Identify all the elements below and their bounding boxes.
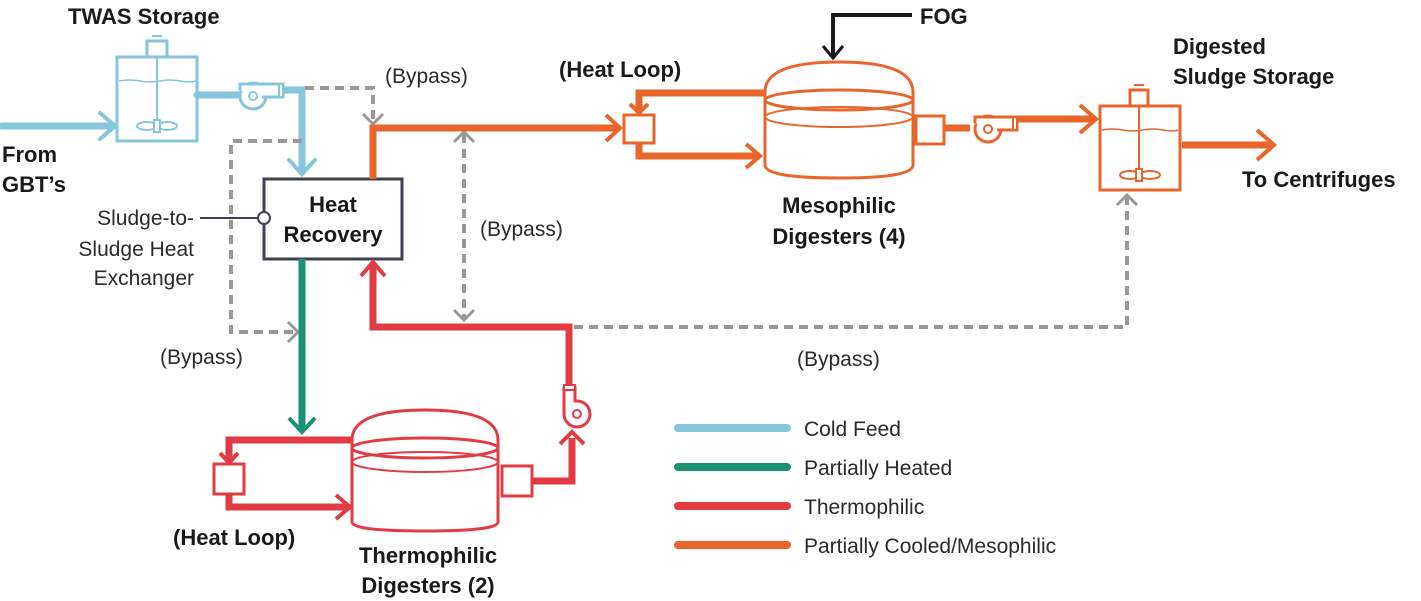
heat-exchanger-label-3: Exchanger: [94, 267, 194, 290]
meso-loop-arrowhead-1: [628, 102, 650, 116]
thermo-heat-loop-out: [225, 436, 352, 462]
cold-feed-lines: [0, 86, 317, 177]
heat-recovery-label-1: Heat: [309, 192, 357, 217]
heat-recovery-to-meso-line: [369, 124, 620, 179]
digested-sludge-storage-label-2: Sludge Storage: [1173, 64, 1334, 89]
legend-item: Cold Feed: [674, 418, 901, 441]
bypass-bottom-line: [574, 197, 1129, 329]
legend-label: Cold Feed: [804, 418, 901, 441]
mesophilic-pump-icon: [973, 114, 1019, 144]
thermophilic-digesters-label-2: Digesters (2): [361, 573, 494, 598]
twas-storage-label: TWAS Storage: [68, 4, 220, 29]
legend-label: Partially Cooled/Mesophilic: [804, 535, 1056, 558]
feed-pump-icon: [238, 81, 285, 111]
digested-sludge-storage-label-1: Digested: [1173, 34, 1266, 59]
thermo-outlet-line: [532, 438, 576, 485]
meso-heat-loop-return: [635, 144, 760, 160]
fog-input-line: [821, 13, 912, 61]
heat-recovery-box: [262, 177, 404, 261]
bypass-left-label: (Bypass): [160, 346, 243, 369]
twas-storage-tank-icon: [115, 35, 199, 143]
bypass-mid-down-arrowhead: [452, 308, 476, 323]
from-gbts-label-2: GBT’s: [2, 172, 66, 197]
bypass-left-arrowhead: [286, 320, 301, 344]
heat-recovery-label-2: Recovery: [283, 222, 383, 247]
heat-exchanger-pointer: [200, 211, 271, 225]
partially-heated-line: [287, 259, 317, 435]
meso-loop-inlet-arrowhead: [604, 113, 623, 143]
mesophilic-lines: [369, 89, 1278, 179]
thermo-heat-loop-box: [212, 462, 246, 496]
bypass-top-arrowhead: [361, 112, 385, 127]
mesophilic-digesters-label-2: Digesters (4): [772, 224, 905, 249]
bypass-top-line: [305, 86, 375, 122]
thermo-loop-arrowhead-2: [334, 493, 354, 521]
legend-item: Partially Cooled/Mesophilic: [674, 535, 1056, 558]
mesophilic-digesters-label-1: Mesophilic: [782, 193, 896, 218]
thermo-pump-arrowhead: [558, 429, 586, 446]
legend-label: Partially Heated: [804, 457, 952, 480]
from-gbts-label-1: From: [2, 142, 57, 167]
inlet-arrowhead: [98, 111, 119, 141]
thermophilic-digester-icon: [350, 408, 534, 533]
heat-recovery-inlet-arrowhead: [287, 158, 317, 177]
thermo-heat-loop-return: [225, 495, 348, 511]
thermo-inlet-arrowhead: [287, 416, 317, 435]
meso-loop-arrowhead-2: [744, 142, 764, 170]
digested-sludge-storage-tank-icon: [1098, 84, 1182, 192]
bypass-mid-up-arrowhead: [452, 129, 476, 144]
meso-heat-loop-out: [635, 89, 765, 112]
to-centrifuges-label: To Centrifuges: [1242, 167, 1396, 192]
thermophilic-lines: [218, 258, 586, 521]
heat-loop-top-label: (Heat Loop): [559, 57, 681, 82]
fog-label: FOG: [920, 4, 968, 29]
legend-item: Partially Heated: [674, 457, 952, 480]
bypass-bottom-label: (Bypass): [797, 348, 880, 371]
heat-exchanger-label-1: Sludge-to-: [97, 207, 194, 230]
mesophilic-digester-icon: [763, 60, 946, 180]
bypass-left-line: [229, 139, 302, 334]
thermophilic-pump-icon: [562, 384, 592, 429]
heat-recovery-return-arrowhead: [359, 258, 387, 278]
bypass-mid-label: (Bypass): [480, 218, 563, 241]
fog-arrowhead: [821, 45, 845, 61]
thermo-to-heat-recovery-line: [369, 264, 573, 385]
storage-inlet-arrowhead: [1078, 103, 1100, 135]
heat-loop-bottom-label: (Heat Loop): [173, 525, 295, 550]
legend-item: Thermophilic: [674, 496, 924, 519]
bypass-lines: [229, 86, 1129, 334]
bypass-arrowheads: [286, 112, 1139, 344]
bypass-bottom-arrowhead: [1115, 192, 1139, 207]
bypass-top-label: (Bypass): [385, 65, 468, 88]
pump-to-heat-recovery-line: [279, 86, 306, 176]
meso-heat-loop-box: [622, 113, 656, 145]
legend-label: Thermophilic: [804, 496, 924, 519]
heat-exchanger-label-2: Sludge Heat: [78, 238, 194, 261]
to-centrifuges-arrowhead: [1255, 128, 1278, 162]
thermophilic-digesters-label-1: Thermophilic: [359, 543, 497, 568]
